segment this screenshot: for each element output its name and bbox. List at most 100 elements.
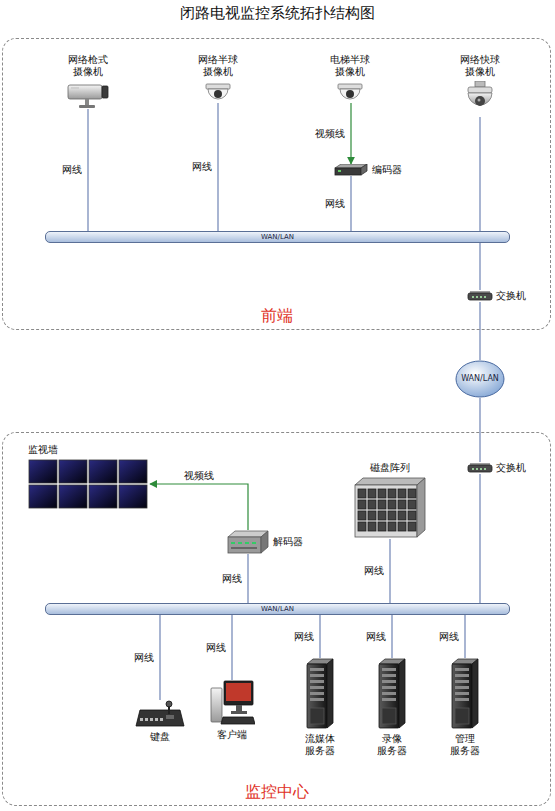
icon-part: [368, 489, 376, 498]
network-cable: [231, 615, 232, 680]
server-node: 录像 服务器: [377, 658, 407, 757]
network-cable: [217, 103, 218, 231]
icon-part: [208, 89, 228, 99]
icon-part: [236, 705, 242, 711]
icon-part: [408, 489, 416, 498]
disk-array-node: 磁盘阵列: [353, 462, 427, 539]
icon-part: [398, 522, 406, 531]
node-label: WAN/LAN: [461, 374, 499, 384]
node-label: 监控中心: [245, 782, 309, 801]
icon-part: [378, 522, 386, 531]
icon-part: [150, 718, 153, 721]
icon-part: [408, 500, 416, 509]
icon-part: [361, 164, 367, 175]
network-cable: [479, 398, 480, 462]
icon-part: [310, 692, 324, 695]
node-label: 解码器: [273, 536, 303, 548]
icon-part: [231, 547, 257, 549]
cable-label: 网线: [365, 631, 387, 643]
cable-label: 网线: [61, 164, 83, 176]
camera-node: 电梯半球 摄像机: [330, 54, 370, 103]
icon-part: [231, 542, 235, 544]
icon-part: [382, 686, 396, 689]
node-label: 编码器: [372, 164, 402, 176]
cable-label: 网线: [191, 161, 213, 173]
icon-part: [399, 659, 405, 728]
server-node: 流媒体 服务器: [305, 658, 335, 757]
node-label: 键盘: [150, 731, 170, 743]
diagram-title: 闭路电视监控系统拓扑结构图: [0, 4, 555, 23]
icon-part: [355, 485, 417, 537]
icon-part: [29, 460, 57, 483]
camera-node: 网络快球 摄像机: [460, 54, 500, 117]
node-label: WAN/LAN: [261, 233, 294, 241]
node-label: 录像 服务器: [377, 733, 407, 757]
icon-part: [472, 468, 474, 470]
node-label: 磁盘阵列: [370, 462, 410, 474]
cable-label: 视频线: [183, 470, 215, 482]
icon-part: [89, 485, 117, 508]
icon-part: [226, 683, 251, 701]
node-label: 管理 服务器: [450, 733, 480, 757]
icon-part: [382, 668, 396, 671]
icon-part: [59, 485, 87, 508]
pc-icon: [209, 680, 255, 726]
icon-part: [310, 668, 324, 671]
icon-part: [29, 485, 57, 508]
icon-part: [145, 718, 148, 721]
front-end-region: 前端网络枪式 摄像机网络半球 摄像机电梯半球 摄像机网络快球 摄像机编码器WAN…: [2, 38, 551, 330]
icon-part: [59, 460, 87, 483]
camera-node: 网络枪式 摄像机: [66, 54, 110, 109]
icon-part: [214, 90, 222, 98]
icon-part: [455, 668, 469, 671]
icon-part: [378, 511, 386, 520]
icon-part: [456, 361, 504, 397]
network-bus: WAN/LAN: [45, 231, 510, 243]
icon-part: [231, 711, 247, 714]
network-cable: [389, 539, 390, 603]
switch-node: 交换机: [467, 462, 526, 474]
icon-part: [378, 489, 386, 498]
network-cable: [479, 243, 480, 290]
icon-part: [472, 296, 474, 298]
switch-icon: [467, 463, 493, 473]
icon-part: [310, 680, 324, 683]
icon-part: [468, 293, 492, 300]
keyboard-node: 键盘: [135, 700, 185, 743]
icon-part: [310, 686, 324, 689]
icon-part: [338, 84, 362, 89]
node-label: 网络快球 摄像机: [460, 54, 500, 78]
node-label: 流媒体 服务器: [305, 733, 335, 757]
icon-part: [224, 681, 253, 705]
icon-part: [346, 90, 354, 98]
icon-part: [355, 478, 425, 485]
icon-part: [378, 500, 386, 509]
icon-part: [455, 680, 469, 683]
icon-part: [327, 659, 333, 728]
video-cable: [150, 484, 248, 530]
icon-part: [310, 708, 324, 724]
server-icon: [450, 658, 480, 730]
icon-part: [398, 489, 406, 498]
network-cloud: WAN/LAN: [455, 360, 505, 398]
icon-part: [382, 698, 396, 701]
network-cable: [247, 554, 248, 603]
icon-part: [102, 86, 108, 98]
switch-node: 交换机: [467, 290, 526, 302]
dome-icon: [204, 81, 232, 103]
client-node: 客户端: [209, 680, 255, 741]
icon-part: [382, 708, 396, 724]
icon-part: [468, 93, 492, 105]
icon-part: [310, 698, 324, 701]
icon-part: [307, 664, 327, 728]
icon-part: [368, 511, 376, 520]
icon-part: [136, 710, 184, 726]
icon-part: [475, 96, 485, 106]
cable-label: 网线: [293, 631, 315, 643]
icon-part: [398, 511, 406, 520]
network-cable: [479, 302, 480, 360]
icon-part: [388, 522, 396, 531]
server-icon: [305, 658, 335, 730]
video-cable: [350, 103, 351, 164]
camera-node: 网络半球 摄像机: [198, 54, 238, 103]
